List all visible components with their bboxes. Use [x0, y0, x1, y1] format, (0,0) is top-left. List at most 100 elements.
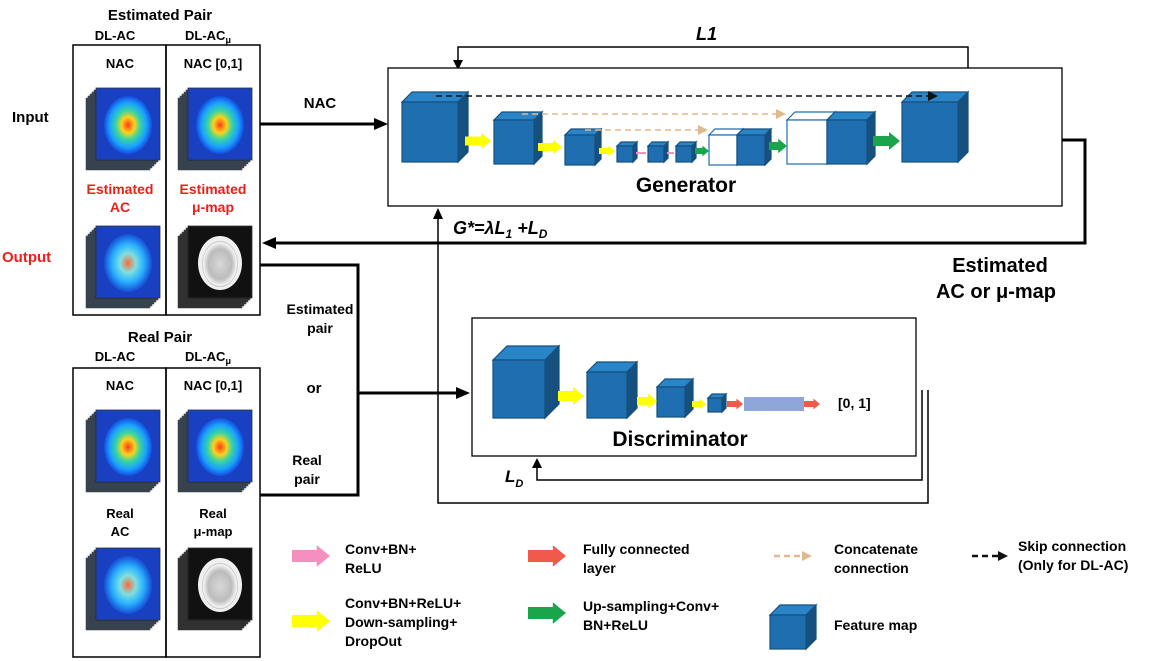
- g-star-loop-arrowhead: [433, 208, 443, 219]
- legend-conv-down-line3: DropOut: [345, 633, 402, 649]
- gen-dec-cube-2: [825, 110, 877, 166]
- legend-skip-line1: Skip connection: [1018, 538, 1126, 554]
- estimated-ac-image-stack: [85, 225, 161, 309]
- generator-output-arrowhead: [262, 237, 276, 249]
- pair-switch-line: [260, 263, 360, 497]
- legend: Conv+BN+ ReLU Conv+BN+ReLU+ Down-samplin…: [292, 538, 1128, 651]
- gen-dec-concat-cube-2-front: [786, 119, 828, 165]
- real-mu-label-2: μ-map: [193, 524, 232, 539]
- gen-enc-cube-1: [400, 90, 470, 164]
- gen-dec-cube-2-front: [826, 119, 868, 165]
- input-side-label: Input: [12, 109, 49, 126]
- legend-concatenate-arrow: [774, 551, 812, 561]
- estimated-col-left-label: DL-AC: [95, 28, 136, 43]
- legend-feature-map-cube: [768, 603, 818, 651]
- real-right-box: [165, 367, 261, 658]
- gen-enc-cube-2-front: [493, 119, 535, 165]
- estimated-pair-title: Estimated Pair: [108, 7, 212, 24]
- switch-to-discriminator-arrowhead: [456, 387, 470, 399]
- generator-connections: [436, 91, 938, 157]
- legend-skip-arrow-head: [998, 551, 1008, 561]
- gen-enc-cube-3: [563, 127, 603, 167]
- estimated-nac-image-stack: [85, 87, 161, 171]
- gen-skip-arrow: [436, 91, 938, 101]
- gen-dec-cube-1-front: [736, 134, 766, 166]
- switch-real-label-1: Real: [292, 452, 322, 468]
- real-nac-right-label: NAC [0,1]: [184, 378, 243, 393]
- generator-feature-maps: [400, 90, 970, 167]
- legend-fully-connected-line1: Fully connected: [583, 541, 690, 557]
- legend-conv-down-line2: Down-sampling+: [345, 614, 457, 630]
- switch-estimated-label-1: Estimated: [287, 301, 354, 317]
- switch-estimated-label-2: pair: [307, 320, 333, 336]
- legend-skip-line2: (Only for DL-AC): [1018, 557, 1128, 573]
- gen-up-arrow-3: [873, 132, 900, 150]
- disc-cube-2-front: [586, 371, 628, 419]
- generator-block: Generator: [387, 67, 1063, 207]
- disc-cube-3-front: [656, 386, 686, 418]
- estimated-mu-map-image-stack: [177, 225, 253, 309]
- legend-concatenate-line2: connection: [834, 560, 909, 576]
- estimated-nac-right-label: NAC [0,1]: [184, 56, 243, 71]
- disc-down-arrow-2: [637, 393, 657, 409]
- disc-cube-3: [655, 377, 695, 419]
- gen-down-arrow-2: [538, 139, 562, 155]
- real-nac-image-stack-brain: [104, 418, 152, 476]
- g-star-loss-label: G*=λL1 +LD: [453, 218, 548, 241]
- gen-enc-cube-3-side: [594, 127, 602, 167]
- legend-concatenate-line1: Concatenate: [834, 541, 918, 557]
- estimated-mu-label-2: μ-map: [192, 199, 234, 215]
- gen-dec-concat-cube-1-front: [708, 134, 738, 166]
- ld-loop-line: [536, 390, 923, 481]
- disc-cube-4-front: [707, 397, 723, 413]
- disc-cube-1: [491, 344, 561, 420]
- disc-cube-4: [706, 392, 728, 414]
- disc-down-arrow-1: [558, 387, 584, 405]
- ld-loss-label: LD: [505, 467, 523, 490]
- legend-feature-map-cube-front: [769, 614, 807, 650]
- generator-title: Generator: [636, 174, 736, 197]
- estimated-mu-map-image-stack-tissue: [202, 241, 238, 287]
- legend-conv-down-line1: Conv+BN+ReLU+: [345, 595, 461, 611]
- discriminator-title: Discriminator: [612, 428, 747, 451]
- gen-bottleneck-cube-1: [615, 140, 639, 164]
- real-col-right-label: DL-ACμ: [185, 349, 231, 366]
- output-side-label: Output: [2, 249, 51, 266]
- gen-enc-cube-2: [492, 110, 544, 166]
- gen-bottleneck-cube-3: [674, 140, 698, 164]
- discriminator-block: Discriminator [0, 1]: [471, 317, 917, 457]
- legend-conv-bn-relu-line1: Conv+BN+: [345, 541, 417, 557]
- real-mu-map-image-stack: [177, 547, 253, 631]
- real-nac-image-stack: [85, 409, 161, 493]
- gen-up-arrow-2: [769, 138, 787, 154]
- gen-bottleneck-cube-1-front: [616, 145, 634, 163]
- gen-down-arrow-1: [465, 132, 491, 150]
- disc-cube-2-side: [626, 360, 638, 420]
- gen-up-arrow-1: [695, 145, 709, 157]
- disc-cube-1-front: [492, 359, 546, 419]
- legend-upsampling-line2: BN+ReLU: [583, 617, 648, 633]
- estimated-nac-left-label: NAC: [106, 56, 135, 71]
- g-star-loop-line: [437, 218, 929, 504]
- real-col-left-label: DL-AC: [95, 349, 136, 364]
- connections: [260, 46, 1087, 504]
- estimated-pair-panel: Estimated Pair DL-AC DL-ACμ NAC NAC [0,1…: [72, 7, 261, 316]
- estimated-col-right-label: DL-ACμ: [185, 28, 231, 45]
- disc-down-arrow-3: [692, 398, 706, 410]
- l1-loop-arrowhead: [453, 60, 463, 70]
- switch-or-label: or: [307, 380, 322, 397]
- legend-green-arrow: [528, 602, 566, 624]
- generator-output-line: [272, 138, 1087, 245]
- gen-bottleneck-cube-3-front: [675, 145, 693, 163]
- legend-skip-arrow: [972, 551, 1008, 561]
- legend-arrows: [292, 545, 1008, 651]
- real-ac-label-1: Real: [106, 506, 133, 521]
- gen-concat-arrow-3: [585, 125, 708, 135]
- real-ac-image-stack: [85, 547, 161, 631]
- gen-concat-arrow-2: [522, 109, 786, 119]
- nac-to-generator-arrowhead: [374, 118, 388, 130]
- disc-fc-layer: [744, 397, 804, 411]
- real-ac-image-stack-brain: [104, 556, 152, 614]
- switch-real-label-2: pair: [294, 471, 320, 487]
